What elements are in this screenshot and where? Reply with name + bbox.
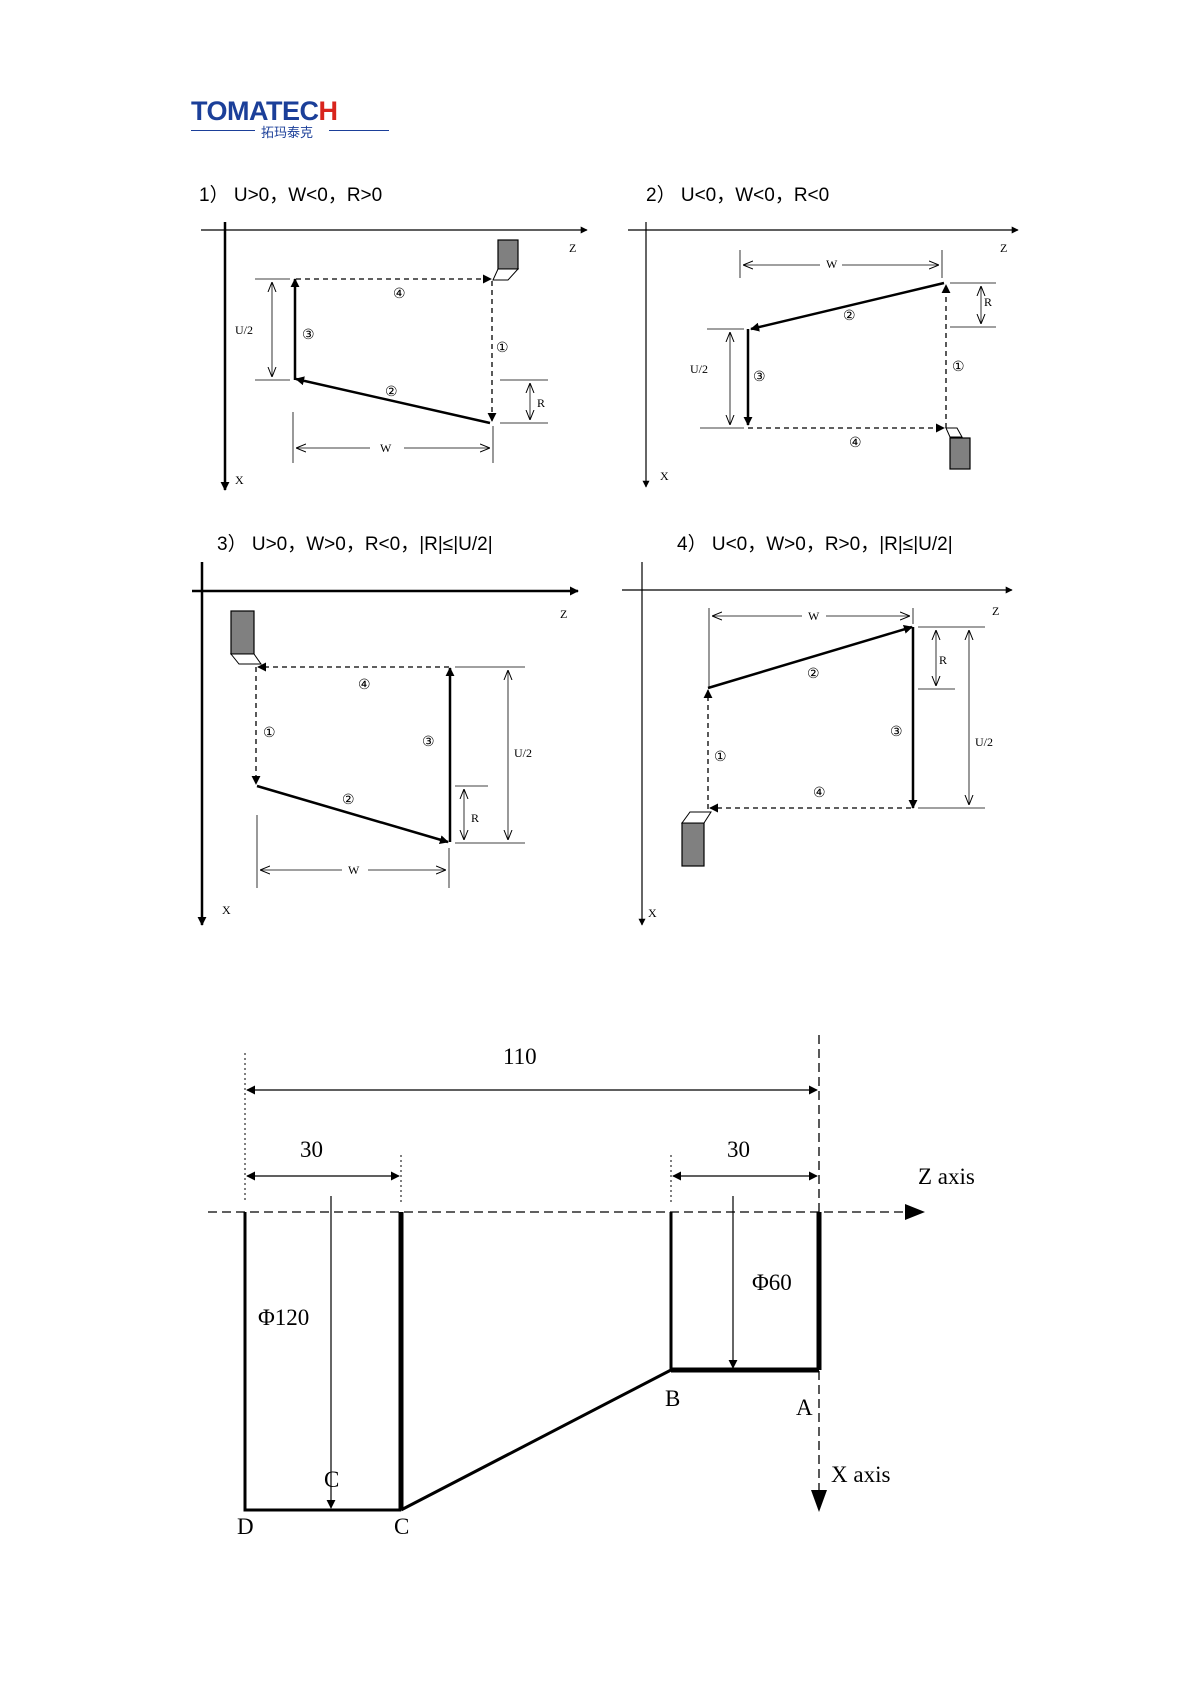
r-label: R [984,295,992,309]
z-axis-label: Z [1000,241,1007,255]
z-axis-label: Z [560,607,567,621]
tool-icon [682,823,704,866]
diagram-case-1: Z X ① ② ③ ④ U/2 R W [201,222,587,490]
point-a-label: A [796,1395,813,1420]
step-2-label: ② [843,309,856,324]
step-3-label: ③ [890,725,903,740]
diagram-case-3: Z X ① ② ③ ④ U/2 R W [192,562,578,925]
part-taper [401,1370,671,1510]
step-1-label: ① [496,341,509,356]
step-4-label: ④ [393,287,406,302]
u2-label: U/2 [975,735,993,749]
u2-label: U/2 [690,362,708,376]
dimension-110-label: 110 [503,1044,537,1069]
step-3-label: ③ [302,328,315,343]
step-1-label: ① [714,750,727,765]
x-axis-label: X [660,469,669,483]
x-axis-arrowhead [811,1490,827,1512]
w-label: W [348,863,360,877]
r-label: R [537,396,545,410]
diameter-60-label: Φ60 [752,1270,792,1295]
part-drawing: 110 30 30 Z axis X axis Φ120 Φ60 B A C D… [208,1035,975,1539]
step-4-label: ④ [358,678,371,693]
point-c-label: C [394,1514,409,1539]
step-1-label: ① [952,360,965,375]
w-label: W [826,257,838,271]
diagram-case-2: Z X W ① ② ③ ④ R U/2 [628,222,1018,487]
part-outline-left [245,1212,401,1510]
x-axis-label: X [648,906,657,920]
w-label: W [808,609,820,623]
x-axis-label: X axis [831,1462,890,1487]
z-axis-label: Z [569,241,576,255]
step-4-label: ④ [849,436,862,451]
step-3-label: ③ [753,370,766,385]
dimension-30-right-label: 30 [727,1137,750,1162]
tool-tip-icon [946,428,962,437]
diameter-120-label: Φ120 [258,1305,309,1330]
x-axis-label: X [222,903,231,917]
point-c-inner-label: C [324,1467,339,1492]
z-axis-label: Z [992,604,999,618]
z-axis-arrowhead [905,1204,925,1220]
u2-label: U/2 [235,323,253,337]
point-d-label: D [237,1514,254,1539]
step-3-label: ③ [422,735,435,750]
z-axis-label: Z axis [918,1164,975,1189]
r-label: R [471,811,479,825]
tool-icon [950,438,970,469]
point-b-label: B [665,1386,680,1411]
tool-tip-icon [231,654,261,664]
dimension-30-left-label: 30 [300,1137,323,1162]
step-2-label: ② [807,667,820,682]
w-label: W [380,441,392,455]
tool-icon [231,611,254,654]
tool-tip-icon [682,812,711,823]
r-label: R [939,653,947,667]
step-1-label: ① [263,726,276,741]
x-axis-label: X [235,473,244,487]
step-2-label: ② [385,385,398,400]
step-2-label: ② [342,793,355,808]
u2-label: U/2 [514,746,532,760]
tool-icon [498,240,518,269]
tool-tip-icon [493,269,518,280]
step-4-label: ④ [813,786,826,801]
diagram-case-4: Z X W ① ② ③ ④ R U/2 [622,562,1012,925]
